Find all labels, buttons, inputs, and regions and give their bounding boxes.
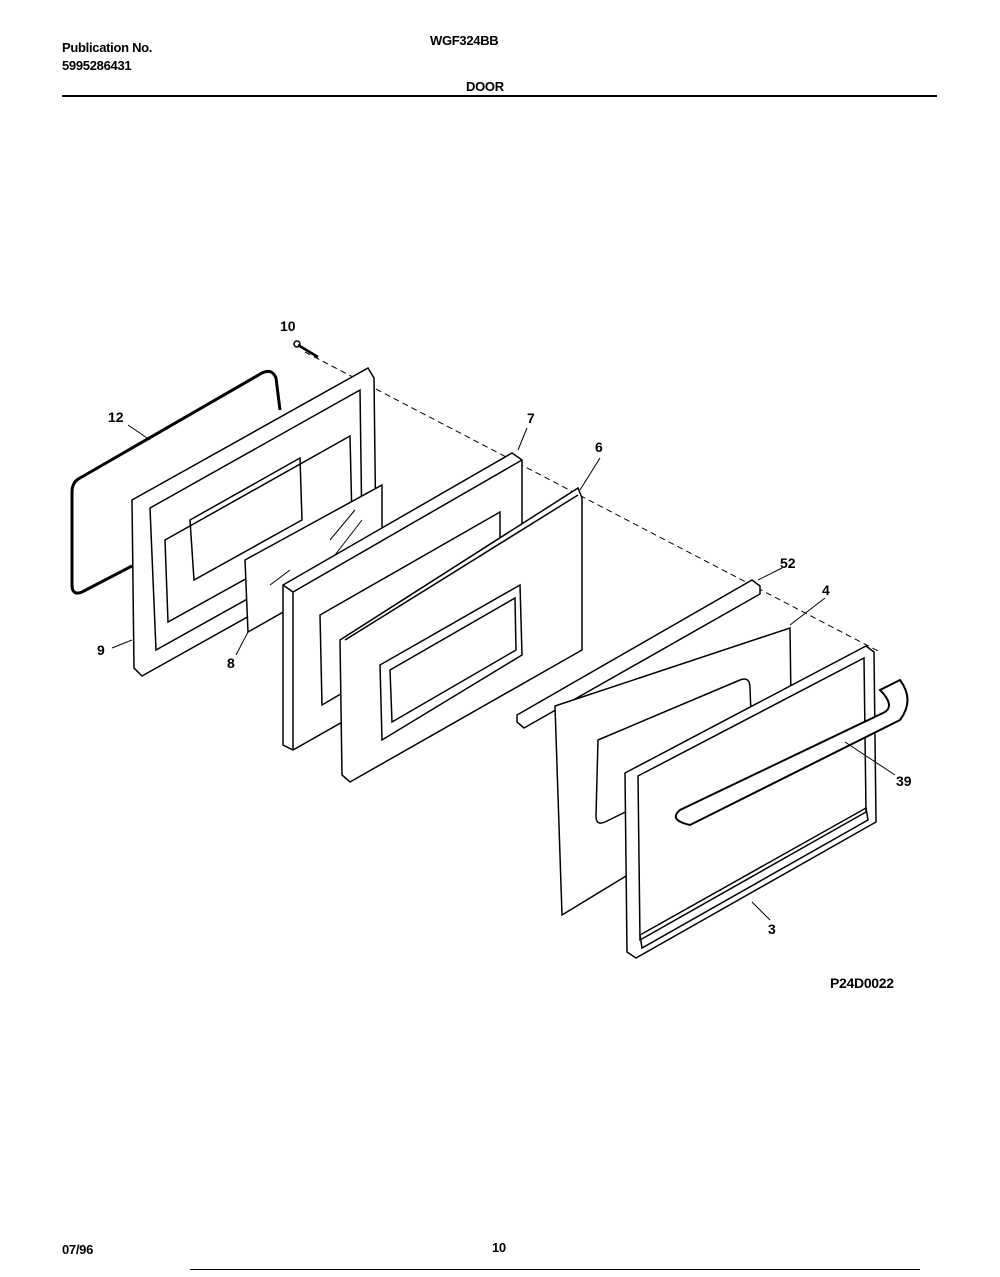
model-number: WGF324BB <box>430 33 499 48</box>
footer-date: 07/96 <box>62 1242 94 1257</box>
callout-10: 10 <box>280 318 296 334</box>
part-52-channel <box>516 579 761 729</box>
header-rule <box>62 95 937 97</box>
part-10-screw <box>293 340 319 359</box>
callout-52: 52 <box>780 555 796 571</box>
page-number: 10 <box>492 1240 506 1255</box>
callout-8: 8 <box>227 655 235 671</box>
publication-number: 5995286431 <box>62 58 132 73</box>
callout-6: 6 <box>595 439 603 455</box>
callout-7: 7 <box>527 410 535 426</box>
publication-label: Publication No. <box>62 40 153 55</box>
callout-4: 4 <box>822 582 830 598</box>
part-12-gasket <box>70 369 282 595</box>
footer-rule <box>190 1269 920 1270</box>
callout-39: 39 <box>896 773 912 789</box>
leader-lines <box>111 424 896 921</box>
callout-12: 12 <box>108 409 124 425</box>
part-6-inner-panel <box>339 486 583 783</box>
alignment-line <box>304 351 881 653</box>
callout-3: 3 <box>768 921 776 937</box>
section-title: DOOR <box>466 79 504 94</box>
part-3-door-frame <box>624 645 877 959</box>
callout-9: 9 <box>97 642 105 658</box>
part-39-handle <box>674 678 909 827</box>
figure-id: P24D0022 <box>830 975 894 991</box>
